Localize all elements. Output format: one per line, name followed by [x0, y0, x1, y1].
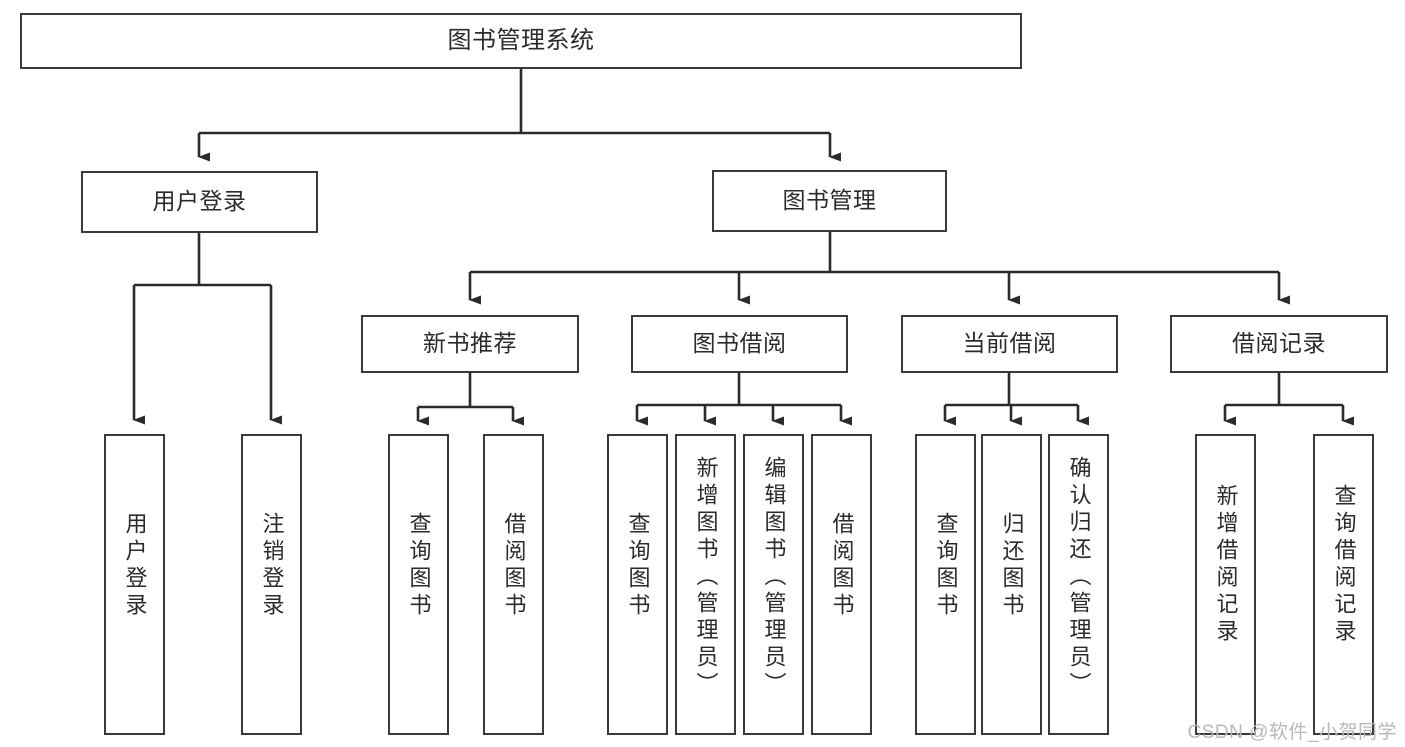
- node-book-management[interactable]: 图书管理: [712, 170, 947, 232]
- node-label: 借阅图书: [829, 512, 855, 620]
- csdn-watermark: CSDN @软件_小贺同学: [1187, 722, 1397, 743]
- node-book-borrow[interactable]: 图书借阅: [631, 315, 848, 373]
- leaf-current-borrow-query-book[interactable]: 查询图书: [915, 434, 976, 735]
- node-label: 新增图书（管理员）: [693, 456, 719, 699]
- leaf-borrow-record-query-record[interactable]: 查询借阅记录: [1313, 434, 1374, 735]
- node-root-book-management-system[interactable]: 图书管理系统: [20, 13, 1022, 69]
- node-label: 查询图书: [625, 512, 651, 620]
- node-label: 图书管理: [782, 187, 877, 214]
- leaf-current-borrow-return-book[interactable]: 归还图书: [981, 434, 1042, 735]
- leaf-borrow-record-add-record[interactable]: 新增借阅记录: [1195, 434, 1256, 735]
- node-label: 编辑图书（管理员）: [761, 456, 787, 699]
- leaf-book-borrow-add-book-admin[interactable]: 新增图书（管理员）: [675, 434, 736, 735]
- node-label: 图书管理系统: [447, 26, 595, 54]
- node-borrow-record[interactable]: 借阅记录: [1170, 315, 1388, 373]
- node-label: 查询图书: [933, 512, 959, 620]
- node-user-login[interactable]: 用户登录: [81, 171, 318, 233]
- leaf-book-borrow-query-book[interactable]: 查询图书: [607, 434, 668, 735]
- node-label: 借阅记录: [1232, 330, 1326, 357]
- node-current-borrow[interactable]: 当前借阅: [901, 315, 1118, 373]
- node-new-book-recommend[interactable]: 新书推荐: [361, 315, 579, 373]
- node-label: 用户登录: [122, 512, 148, 620]
- node-label: 当前借阅: [962, 330, 1057, 357]
- node-label: 借阅图书: [501, 512, 527, 620]
- leaf-new-book-query-book[interactable]: 查询图书: [388, 434, 449, 735]
- node-label: 查询借阅记录: [1331, 484, 1357, 646]
- node-label: 确认归还（管理员）: [1066, 456, 1092, 699]
- node-label: 新书推荐: [423, 330, 517, 357]
- node-label: 注销登录: [259, 512, 285, 620]
- node-label: 用户登录: [152, 188, 247, 215]
- leaf-user-login-login[interactable]: 用户登录: [104, 434, 165, 735]
- node-label: 查询图书: [406, 512, 432, 620]
- leaf-new-book-borrow-book[interactable]: 借阅图书: [483, 434, 544, 735]
- leaf-user-login-logout[interactable]: 注销登录: [241, 434, 302, 735]
- node-label: 图书借阅: [692, 330, 787, 357]
- leaf-book-borrow-edit-book-admin[interactable]: 编辑图书（管理员）: [743, 434, 804, 735]
- node-label: 归还图书: [999, 512, 1025, 620]
- leaf-current-borrow-confirm-return-admin[interactable]: 确认归还（管理员）: [1048, 434, 1109, 735]
- leaf-book-borrow-borrow-book[interactable]: 借阅图书: [811, 434, 872, 735]
- node-label: 新增借阅记录: [1213, 484, 1239, 646]
